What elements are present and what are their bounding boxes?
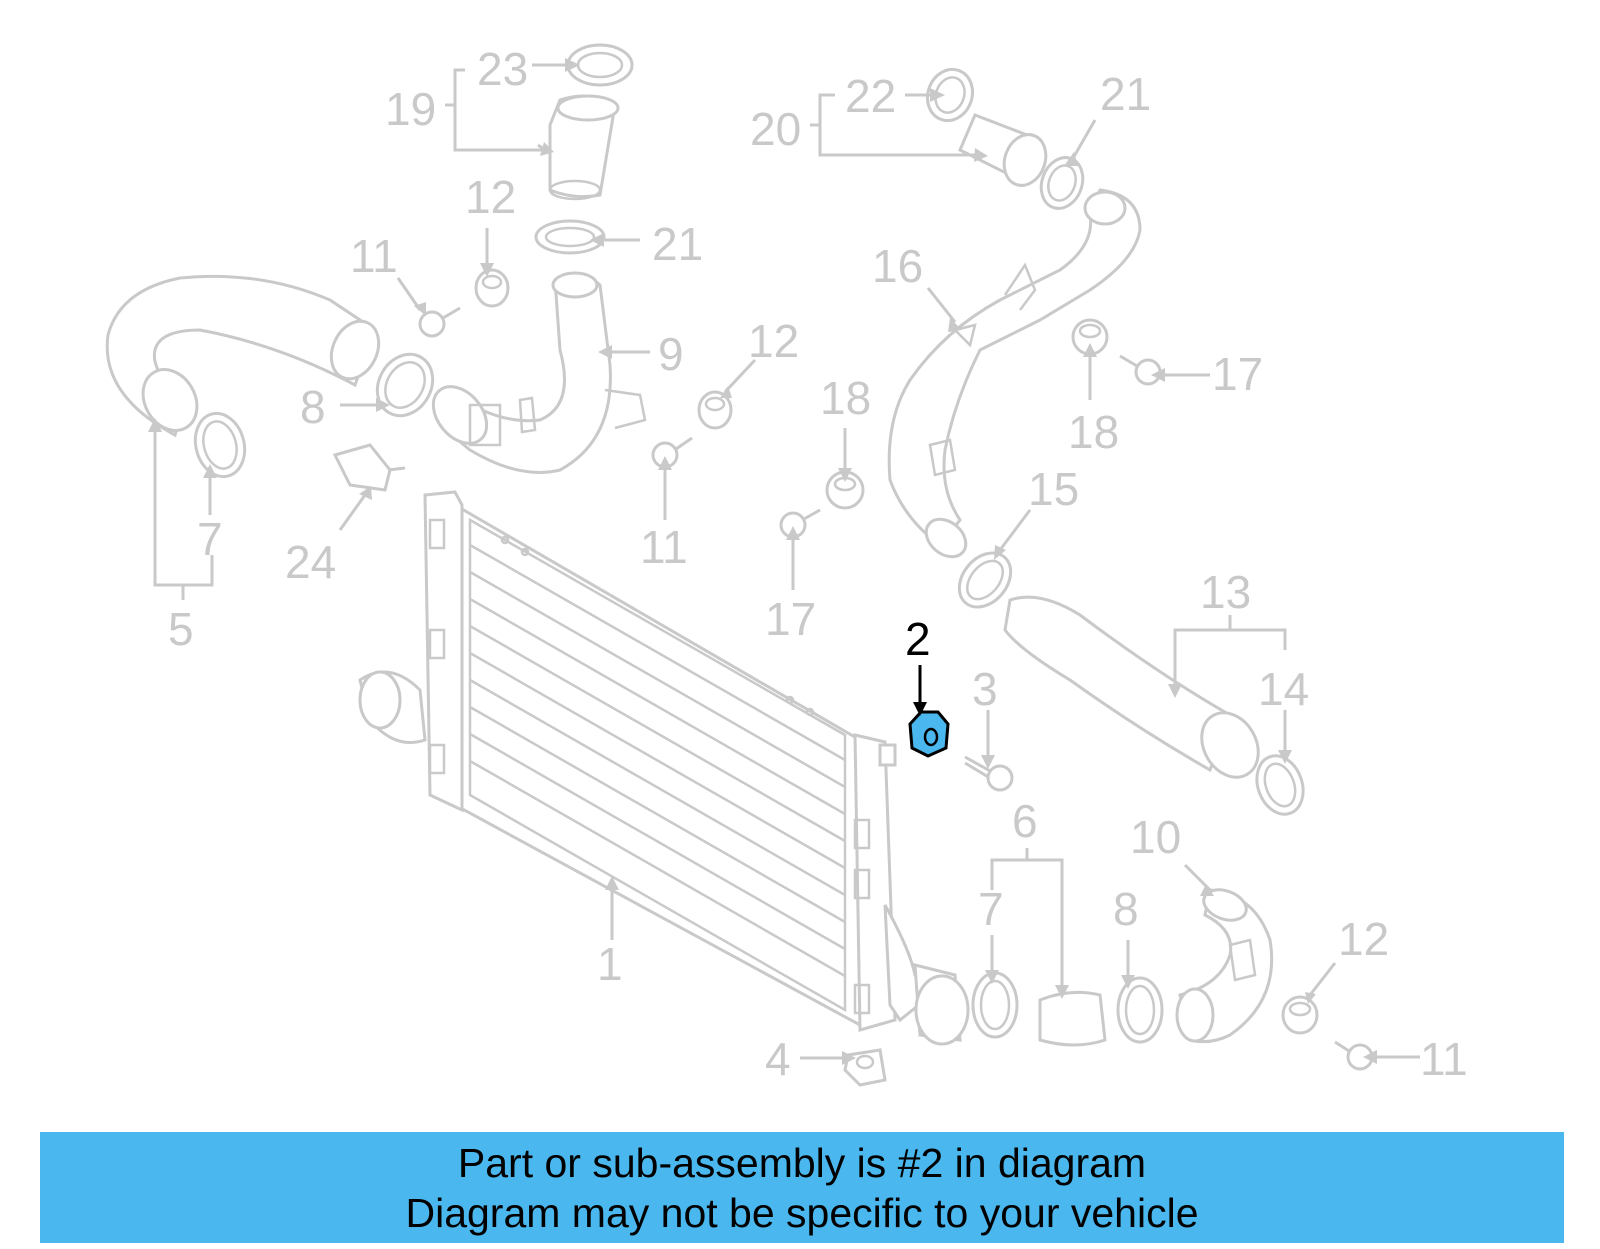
callout-18-right: 18 (1068, 406, 1119, 458)
hose-13[interactable] (1003, 595, 1270, 787)
part-4-bracket[interactable] (843, 1048, 887, 1087)
callout-10: 10 (1130, 811, 1181, 863)
bracket-part-2[interactable] (908, 710, 950, 758)
callout-12-middle: 12 (748, 315, 799, 367)
charge-pipe-16[interactable] (887, 188, 1142, 564)
bolt-17-left[interactable] (779, 508, 821, 539)
clip-12-upper[interactable] (474, 268, 510, 308)
info-banner: Part or sub-assembly is #2 in diagram Di… (40, 1132, 1564, 1243)
pressure-sensor[interactable] (332, 443, 406, 492)
callout-3: 3 (972, 663, 998, 715)
callout-7-lower: 7 (978, 883, 1004, 935)
callout-22: 22 (845, 70, 896, 122)
bolt-11-middle[interactable] (651, 436, 693, 469)
callout-4: 4 (765, 1033, 791, 1085)
callout-11-lower: 11 (1420, 1033, 1468, 1085)
clip-12-lower[interactable] (1281, 995, 1319, 1035)
callout-18-left: 18 (820, 372, 871, 424)
callout-16: 16 (872, 240, 923, 292)
hose-clamp-14[interactable] (1249, 749, 1311, 820)
callout-11-upper: 11 (350, 230, 398, 282)
callout-6: 6 (1012, 795, 1038, 847)
callout-17-right: 17 (1212, 348, 1263, 400)
callout-8-upper: 8 (300, 381, 326, 433)
banner-disclaimer-text: Diagram may not be specific to your vehi… (405, 1190, 1199, 1236)
callout-5: 5 (168, 603, 194, 655)
callout-8-lower: 8 (1113, 883, 1139, 935)
callout-14: 14 (1258, 663, 1309, 715)
hose-20[interactable] (958, 113, 1053, 191)
callout-17-left: 17 (765, 593, 816, 645)
bolt-3[interactable] (964, 755, 1014, 792)
clip-12-middle[interactable] (697, 390, 733, 430)
bolt-17-right[interactable] (1119, 354, 1162, 386)
charge-pipe-9[interactable] (423, 271, 647, 474)
callout-23: 23 (477, 43, 528, 95)
callout-13: 13 (1200, 566, 1251, 618)
bolt-11-upper[interactable] (418, 306, 461, 338)
callout-19: 19 (385, 83, 436, 135)
callout-20: 20 (750, 103, 801, 155)
callout-12-upper: 12 (465, 171, 516, 223)
parts-diagram: 23 19 22 20 21 12 21 11 16 12 9 17 8 18 … (105, 43, 1468, 1087)
callout-15: 15 (1028, 463, 1079, 515)
callout-2: 2 (905, 613, 931, 665)
hose-6[interactable] (1038, 990, 1107, 1047)
callout-9: 9 (658, 328, 684, 380)
charge-pipe-10[interactable] (1175, 884, 1274, 1044)
banner-part-text: Part or sub-assembly is #2 in diagram (457, 1140, 1147, 1186)
callout-21-right: 21 (1100, 68, 1151, 120)
hose-clamp-8-upper[interactable] (366, 344, 443, 425)
intercooler[interactable] (358, 490, 970, 1046)
callout-24: 24 (285, 536, 336, 588)
upper-pipe-19[interactable] (548, 94, 620, 201)
hose-clamp-22[interactable] (920, 63, 979, 127)
callout-21-upper: 21 (652, 218, 703, 270)
callout-11-middle: 11 (640, 521, 688, 573)
leader-line-2 (913, 665, 927, 716)
callout-labels: 23 19 22 20 21 12 21 11 16 12 9 17 8 18 … (168, 43, 1468, 1085)
hose-clamp-7-upper[interactable] (189, 408, 252, 482)
arrowheads (148, 58, 1377, 1065)
hose-clamp-7-lower[interactable] (971, 971, 1019, 1039)
hose-clamp-15[interactable] (949, 543, 1021, 617)
callout-12-lower: 12 (1338, 913, 1389, 965)
hose-clamp-21-upper[interactable] (534, 219, 606, 255)
left-charge-hose[interactable] (105, 274, 387, 440)
callout-1: 1 (597, 938, 623, 990)
callout-7-upper: 7 (197, 513, 223, 565)
leader-lines (153, 63, 1420, 1060)
hose-clamp-8-lower[interactable] (1116, 976, 1164, 1044)
